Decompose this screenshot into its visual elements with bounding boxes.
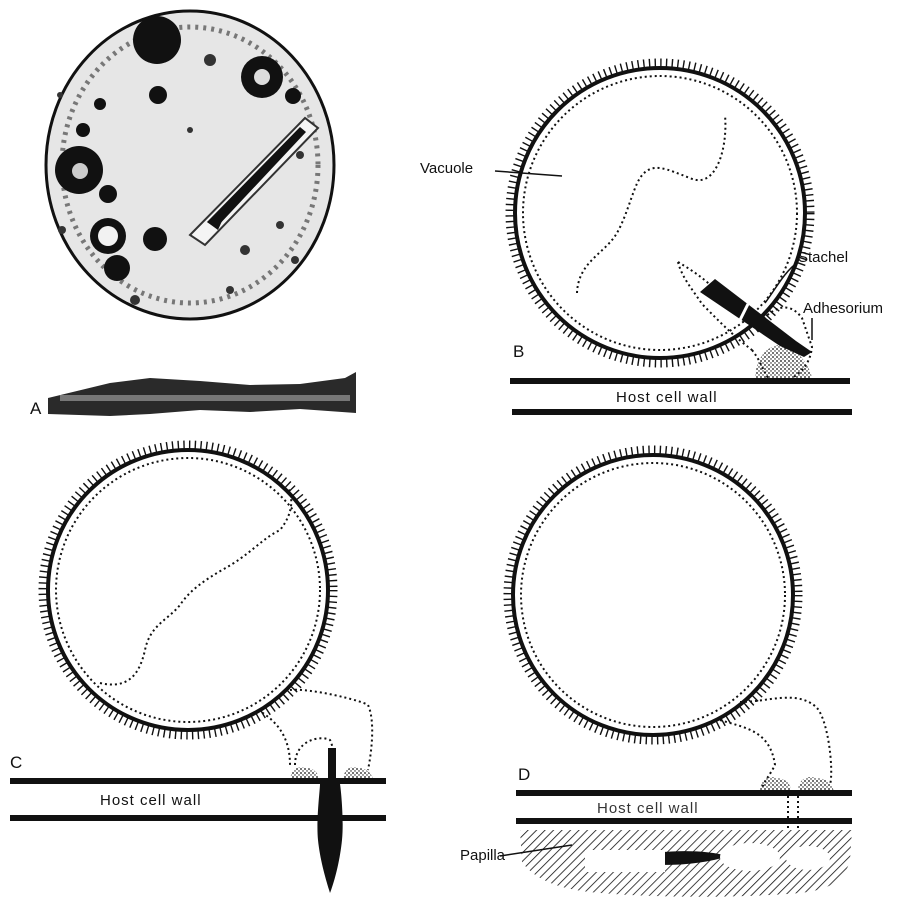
penetrating-stachel bbox=[317, 784, 342, 893]
adhesorium-label: Adhesorium bbox=[803, 300, 883, 317]
panel-d: Host cell wall Papilla D bbox=[460, 450, 852, 897]
host-cell-wall-top bbox=[10, 778, 386, 784]
panel-b-letter: B bbox=[513, 342, 524, 361]
stachel-label: Stachel bbox=[798, 249, 848, 266]
papilla-clear-zone bbox=[720, 843, 780, 871]
stachel-shaft bbox=[328, 748, 336, 782]
panel-c-letter: C bbox=[10, 753, 22, 772]
spore-wall bbox=[48, 450, 328, 730]
host-cell-wall-bottom bbox=[516, 818, 852, 824]
micrograph-spore bbox=[46, 11, 334, 319]
spore-wall bbox=[513, 455, 793, 735]
papilla-label: Papilla bbox=[460, 847, 506, 864]
micrograph-host-wall-strip bbox=[48, 372, 356, 416]
panel-b: Host cell wall Vacuole Stachel Adhesoriu… bbox=[420, 63, 883, 415]
panel-c: Host cell wall C bbox=[10, 445, 386, 893]
host-cell-wall-top bbox=[510, 378, 850, 384]
spore-wall bbox=[515, 68, 805, 358]
adhesorium-left bbox=[760, 777, 792, 792]
panel-a-letter: A bbox=[30, 399, 42, 418]
adhesorium-right bbox=[798, 777, 834, 792]
host-cell-wall-label: Host cell wall bbox=[100, 792, 202, 809]
host-cell-wall-top bbox=[516, 790, 852, 796]
host-cell-wall-label: Host cell wall bbox=[597, 800, 699, 817]
host-cell-wall-label: Host cell wall bbox=[616, 389, 718, 406]
panel-a: A bbox=[30, 11, 356, 418]
host-cell-wall-bottom bbox=[512, 409, 852, 415]
papilla-clear-zone bbox=[786, 846, 830, 870]
vacuole-label: Vacuole bbox=[420, 160, 473, 177]
panel-d-letter: D bbox=[518, 765, 530, 784]
